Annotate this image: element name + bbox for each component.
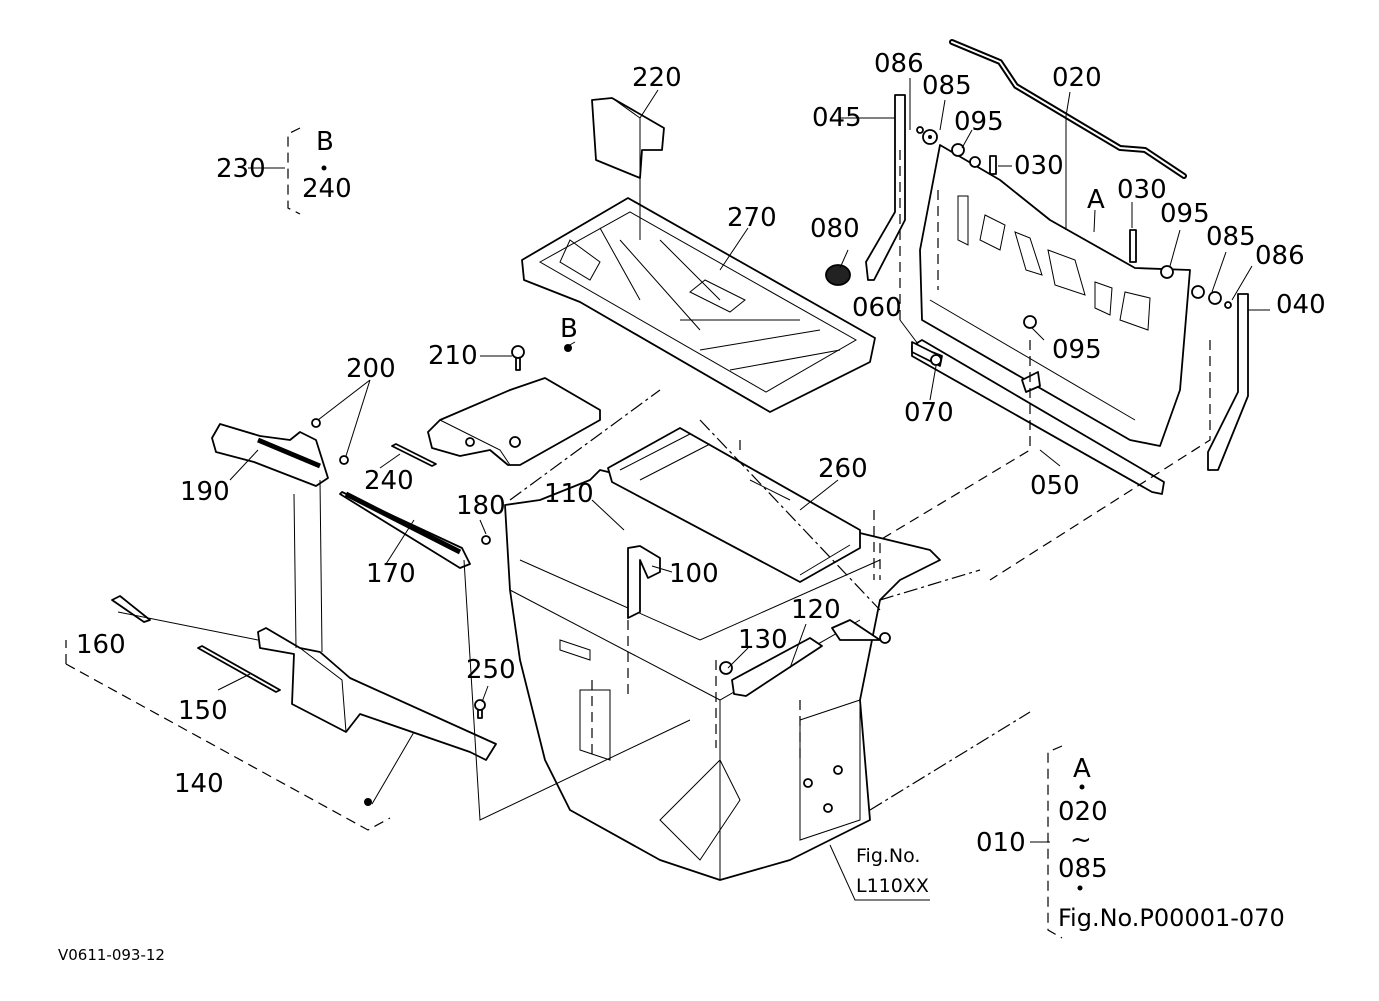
main-frame	[504, 469, 941, 881]
label-030b: 030	[1117, 175, 1167, 205]
label-220: 220	[632, 63, 682, 93]
label-refB: B	[560, 314, 578, 344]
group-a-range-end: 085	[1058, 854, 1108, 884]
fig-callout-line1: Fig.No.	[856, 845, 920, 867]
leader-lines	[117, 78, 1270, 901]
group-a-stack: A 020 ~ 085 Fig.No.P00001-070	[1058, 754, 1285, 932]
label-010: 010	[976, 828, 1026, 858]
part-240	[391, 443, 437, 467]
label-100: 100	[669, 559, 719, 589]
label-140: 140	[174, 769, 224, 799]
part-020	[949, 39, 1187, 179]
label-refA: A	[1087, 185, 1105, 215]
group-b-bracket	[287, 127, 327, 215]
hardware	[916, 126, 1232, 393]
part-040	[1207, 293, 1249, 471]
label-045: 045	[812, 103, 862, 133]
part-060-070	[911, 341, 943, 367]
part-210	[511, 345, 525, 371]
label-070: 070	[904, 398, 954, 428]
label-110: 110	[544, 479, 594, 509]
group-b-stack: B 240	[302, 127, 352, 204]
part-160	[111, 595, 151, 623]
label-250: 250	[466, 655, 516, 685]
label-160: 160	[76, 630, 126, 660]
label-095c: 095	[1052, 335, 1102, 365]
part-120	[719, 619, 891, 697]
drawing-code: V0611-093-12	[58, 946, 165, 964]
part-050	[911, 339, 1165, 495]
label-060: 060	[852, 293, 902, 323]
label-270: 270	[727, 203, 777, 233]
label-040: 040	[1276, 290, 1326, 320]
back-panel	[919, 144, 1191, 447]
label-095a: 095	[954, 107, 1004, 137]
label-030a: 030	[1014, 151, 1064, 181]
label-120: 120	[791, 595, 841, 625]
label-130: 130	[738, 625, 788, 655]
label-085b: 085	[1206, 222, 1256, 252]
group-a-bracket	[1047, 745, 1085, 939]
fig-callout-line2: L110XX	[856, 875, 929, 897]
part-150	[197, 645, 281, 693]
group-a-ref: A	[1073, 754, 1091, 784]
part-190	[211, 418, 349, 487]
part-100	[627, 545, 661, 619]
part-270	[521, 197, 876, 413]
label-240a: 240	[364, 466, 414, 496]
label-080: 080	[810, 214, 860, 244]
label-210: 210	[428, 341, 478, 371]
group-a-tilde: ~	[1070, 825, 1092, 855]
part-080	[825, 264, 851, 286]
label-260: 260	[818, 454, 868, 484]
part-170	[339, 491, 491, 569]
label-095b: 095	[1160, 199, 1210, 229]
label-150: 150	[178, 696, 228, 726]
label-170: 170	[366, 559, 416, 589]
part-140	[257, 627, 497, 806]
label-020: 020	[1052, 63, 1102, 93]
part-045	[865, 94, 906, 281]
label-086a: 086	[874, 49, 924, 79]
part-250	[474, 699, 486, 719]
group-a-range-start: 020	[1058, 797, 1108, 827]
part-labels: 220 270 020 086 085 095 030 045 030 A 09…	[76, 49, 1326, 858]
label-086b: 086	[1255, 241, 1305, 271]
subassembly-b	[427, 344, 601, 466]
label-230: 230	[216, 154, 266, 184]
fig-callout: Fig.No. L110XX	[856, 845, 929, 897]
part-260	[607, 427, 861, 583]
group-a-fig-ref: Fig.No.P00001-070	[1058, 904, 1285, 932]
label-050: 050	[1030, 471, 1080, 501]
label-190: 190	[180, 477, 230, 507]
group-b-range-end: 240	[302, 174, 352, 204]
construction-lines	[65, 150, 1211, 831]
label-200: 200	[346, 354, 396, 384]
label-085a: 085	[922, 71, 972, 101]
part-220	[591, 97, 665, 179]
label-180: 180	[456, 491, 506, 521]
group-b-ref: B	[316, 127, 334, 157]
